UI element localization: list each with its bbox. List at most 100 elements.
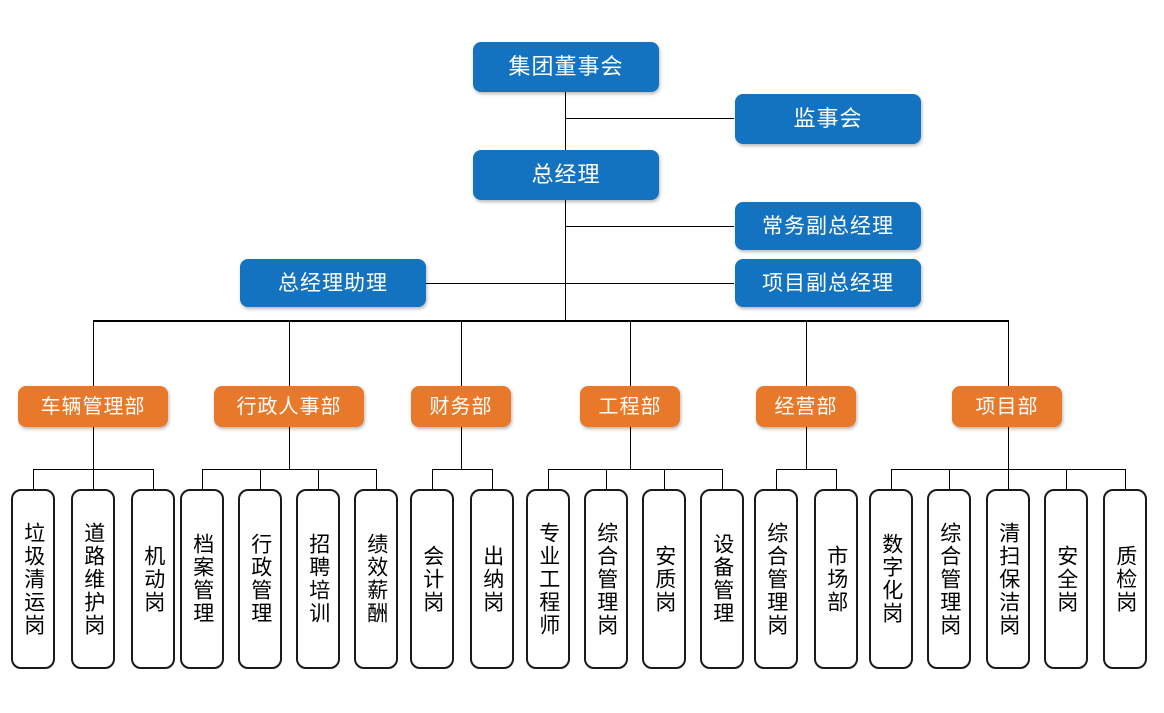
leaf-label: 机动岗 [141, 544, 165, 614]
node-department-operations[interactable]: 经营部 [756, 386, 856, 427]
connector-dept6-child-1 [891, 469, 892, 489]
node-deputy-project-label: 项目副总经理 [762, 271, 894, 295]
connector-bus-drop-6 [1008, 320, 1009, 386]
node-general-manager[interactable]: 总经理 [473, 150, 659, 200]
leaf-label: 市场部 [824, 544, 848, 614]
node-department-vehicle[interactable]: 车辆管理部 [18, 386, 168, 427]
node-board-label: 集团董事会 [508, 54, 624, 79]
connector-gm-to-deputy-project [565, 283, 734, 284]
connector-dept4-child-2 [606, 469, 607, 489]
connector-dept1-child-2 [93, 469, 94, 489]
connector-dept6-child-2 [949, 469, 950, 489]
leaf-box[interactable]: 安全岗 [1044, 489, 1088, 669]
connector-dept2-bar [202, 469, 376, 470]
leaf-label: 垃圾清运岗 [21, 521, 45, 637]
leaf-label: 设备管理 [710, 533, 734, 625]
leaf-box[interactable]: 综合管理岗 [927, 489, 971, 669]
leaf-label: 会计岗 [420, 544, 444, 614]
leaf-box[interactable]: 综合管理岗 [754, 489, 798, 669]
connector-dept2-child-4 [376, 469, 377, 489]
connector-dept2-child-1 [202, 469, 203, 489]
connector-dept6-child-3 [1008, 469, 1009, 489]
leaf-box[interactable]: 档案管理 [180, 489, 224, 669]
connector-dept6-child-5 [1125, 469, 1126, 489]
connector-board-to-gm [565, 92, 566, 150]
node-department-finance[interactable]: 财务部 [411, 386, 511, 427]
node-supervisors[interactable]: 监事会 [735, 94, 921, 144]
leaf-box[interactable]: 专业工程师 [526, 489, 570, 669]
leaf-label: 专业工程师 [536, 521, 560, 637]
leaf-label: 综合管理岗 [764, 521, 788, 637]
connector-dept3-child-2 [492, 469, 493, 489]
connector-gm-trunk [565, 199, 566, 321]
leaf-box[interactable]: 设备管理 [700, 489, 744, 669]
leaf-box[interactable]: 市场部 [814, 489, 858, 669]
node-gm-assistant[interactable]: 总经理助理 [240, 259, 426, 307]
leaf-box[interactable]: 清扫保洁岗 [986, 489, 1030, 669]
node-deputy-project[interactable]: 项目副总经理 [735, 259, 921, 307]
node-department-operations-label: 经营部 [774, 395, 838, 418]
connector-dept2-stem [289, 426, 290, 470]
node-department-engineering[interactable]: 工程部 [580, 386, 680, 427]
connector-dept2-child-2 [260, 469, 261, 489]
connector-dept4-stem [630, 426, 631, 470]
connector-dept6-stem [1008, 426, 1009, 470]
node-department-admin-hr[interactable]: 行政人事部 [214, 386, 364, 427]
leaf-box[interactable]: 绩效薪酬 [354, 489, 398, 669]
connector-dept4-child-4 [722, 469, 723, 489]
connector-bus-drop-1 [93, 320, 94, 386]
connector-dept5-stem [806, 426, 807, 470]
leaf-label: 招聘培训 [306, 533, 330, 625]
connector-bus-drop-4 [630, 320, 631, 386]
node-board[interactable]: 集团董事会 [473, 42, 659, 92]
leaf-label: 道路维护岗 [81, 521, 105, 637]
connector-dept4-bar [548, 469, 722, 470]
leaf-label: 出纳岗 [480, 544, 504, 614]
leaf-box[interactable]: 会计岗 [410, 489, 454, 669]
connector-department-bus [93, 320, 1009, 322]
connector-dept4-child-3 [664, 469, 665, 489]
connector-dept3-bar [432, 469, 492, 470]
node-department-project-label: 项目部 [975, 395, 1039, 418]
leaf-label: 综合管理岗 [594, 521, 618, 637]
node-department-vehicle-label: 车辆管理部 [40, 395, 146, 418]
connector-dept3-child-1 [432, 469, 433, 489]
leaf-label: 安全岗 [1054, 544, 1078, 614]
leaf-box[interactable]: 行政管理 [238, 489, 282, 669]
leaf-label: 质检岗 [1113, 544, 1137, 614]
connector-dept5-bar [776, 469, 836, 470]
leaf-box[interactable]: 质检岗 [1103, 489, 1147, 669]
node-department-engineering-label: 工程部 [598, 395, 662, 418]
node-department-project[interactable]: 项目部 [952, 386, 1062, 427]
connector-dept2-child-3 [318, 469, 319, 489]
connector-gm-to-deputy-executive [565, 226, 734, 227]
connector-dept5-child-2 [836, 469, 837, 489]
leaf-box[interactable]: 出纳岗 [470, 489, 514, 669]
leaf-box[interactable]: 综合管理岗 [584, 489, 628, 669]
connector-dept3-stem [461, 426, 462, 470]
leaf-box[interactable]: 垃圾清运岗 [11, 489, 55, 669]
connector-dept1-child-3 [153, 469, 154, 489]
connector-bus-drop-5 [806, 320, 807, 386]
leaf-box[interactable]: 机动岗 [131, 489, 175, 669]
node-deputy-executive-label: 常务副总经理 [762, 214, 894, 238]
node-department-finance-label: 财务部 [429, 395, 493, 418]
leaf-box[interactable]: 安质岗 [642, 489, 686, 669]
leaf-label: 绩效薪酬 [364, 533, 388, 625]
node-department-admin-hr-label: 行政人事部 [236, 395, 342, 418]
connector-board-to-supervisors [565, 118, 734, 119]
node-deputy-executive[interactable]: 常务副总经理 [735, 202, 921, 250]
leaf-box[interactable]: 数字化岗 [869, 489, 913, 669]
leaf-label: 档案管理 [190, 533, 214, 625]
node-supervisors-label: 监事会 [793, 106, 863, 131]
node-gm-assistant-label: 总经理助理 [278, 271, 388, 295]
leaf-box[interactable]: 道路维护岗 [71, 489, 115, 669]
leaf-box[interactable]: 招聘培训 [296, 489, 340, 669]
node-general-manager-label: 总经理 [531, 162, 601, 187]
leaf-label: 安质岗 [652, 544, 676, 614]
connector-dept1-stem [93, 426, 94, 470]
connector-dept5-child-1 [776, 469, 777, 489]
connector-bus-drop-3 [461, 320, 462, 386]
leaf-label: 综合管理岗 [937, 521, 961, 637]
